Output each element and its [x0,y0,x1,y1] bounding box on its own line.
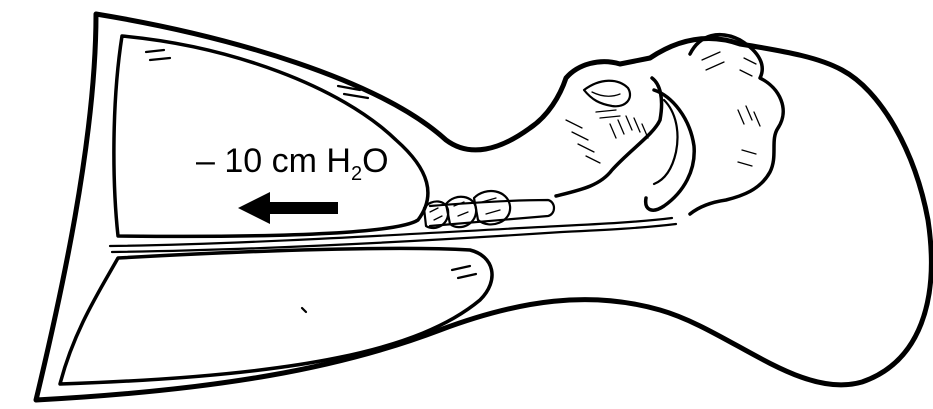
lower-lung [60,248,492,384]
pressure-label: – 10 cm H2O [196,142,389,185]
epiglottis [584,81,630,107]
body-outline [36,14,931,400]
pressure-label-prefix: – 10 cm H [196,142,351,180]
pressure-label-suffix: O [362,142,388,180]
pharynx-shading [566,110,648,163]
face-profile [690,35,783,214]
left-arrow-icon [238,192,338,224]
soft-palate [654,100,678,184]
pressure-label-subscript: 2 [351,163,362,185]
